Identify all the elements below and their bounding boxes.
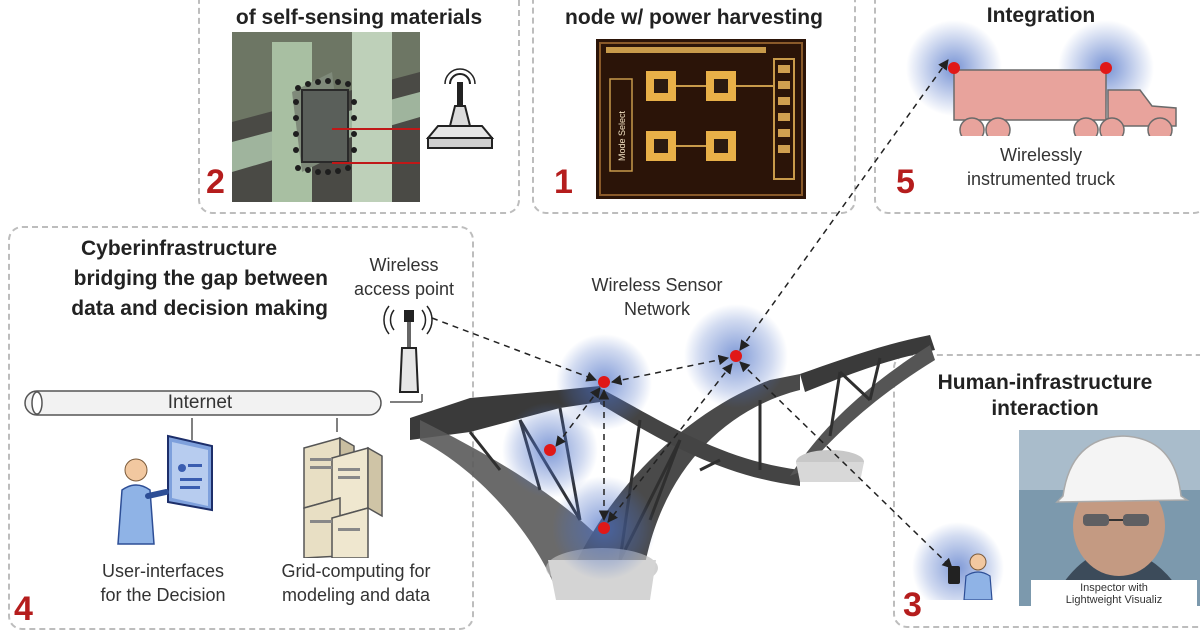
- access-point-label-line1: Wireless: [369, 255, 439, 275]
- internet-pipe: [24, 390, 382, 416]
- truss-bridge: [410, 335, 935, 600]
- truck-sensor-node: [948, 62, 960, 74]
- panel-self-sensing-title: of self-sensing materials: [235, 6, 483, 29]
- human-title-line2: interaction: [991, 397, 1099, 420]
- link-ap-to-node: [431, 317, 597, 382]
- wsn-label-line1: Wireless Sensor: [591, 275, 723, 295]
- sensor-nodes: [544, 350, 742, 534]
- panel-node-title: node w/ power harvesting: [565, 6, 823, 29]
- link-node-to-node: [555, 387, 601, 447]
- panel-number-2: 2: [206, 163, 225, 201]
- wireless-sensor-unit-icon: [425, 68, 495, 149]
- panel-self-sensing-materials: of self-sensing materials 2: [198, 0, 520, 214]
- inspector-photo: [1019, 430, 1200, 606]
- panel-cyberinfrastructure: Cyberinfrastructure bridging the gap bet…: [8, 226, 474, 630]
- cyber-title-line3: data and decision making: [71, 297, 328, 320]
- access-point-label-line2: access point: [353, 279, 455, 299]
- link-node-to-inspector: [739, 361, 953, 569]
- grid-label-line1: Grid-computing for: [281, 561, 431, 581]
- sensor-node: [730, 350, 742, 362]
- truck-caption-line1: Wirelessly: [999, 145, 1082, 165]
- connectors: [191, 394, 423, 440]
- handheld-inspector-icon: [948, 553, 993, 600]
- wsn-label-line2: Network: [623, 299, 690, 319]
- panel-integration-title: Integration: [986, 4, 1096, 27]
- truck-sensor-node: [1100, 62, 1112, 74]
- sensor-node: [598, 522, 610, 534]
- internet-label: Internet: [167, 392, 233, 413]
- link-node-to-node: [607, 363, 733, 523]
- panel-node-power-harvesting: node w/ power harvesting Mode Select 1: [532, 0, 856, 214]
- sensor-node: [598, 376, 610, 388]
- access-point-icon: [383, 305, 433, 393]
- human-title-line1: Human-infrastructure: [937, 371, 1153, 394]
- wireless-links: [431, 59, 953, 569]
- steel-gusset-photo: [232, 32, 420, 202]
- truck-caption-line2: instrumented truck: [966, 169, 1116, 189]
- cyber-title-line2: bridging the gap between: [73, 267, 328, 290]
- ui-label-line1: User-interfaces: [101, 561, 225, 581]
- truck-trailer: [953, 69, 1107, 121]
- server-cluster-icon: [303, 436, 383, 558]
- cyber-title-line1: Cyberinfrastructure: [80, 237, 278, 260]
- wireless-sensor-network-overlay: [410, 59, 1004, 600]
- truck-illustration: [906, 20, 1177, 136]
- panel-number-1: 1: [554, 163, 573, 201]
- inspector-caption-line1: Inspector with: [1080, 582, 1148, 594]
- chip-mode-select-label: Mode Select: [617, 110, 627, 161]
- sensor-node: [544, 444, 556, 456]
- link-node-to-truck: [739, 59, 949, 351]
- decision-user-icon: [117, 434, 213, 545]
